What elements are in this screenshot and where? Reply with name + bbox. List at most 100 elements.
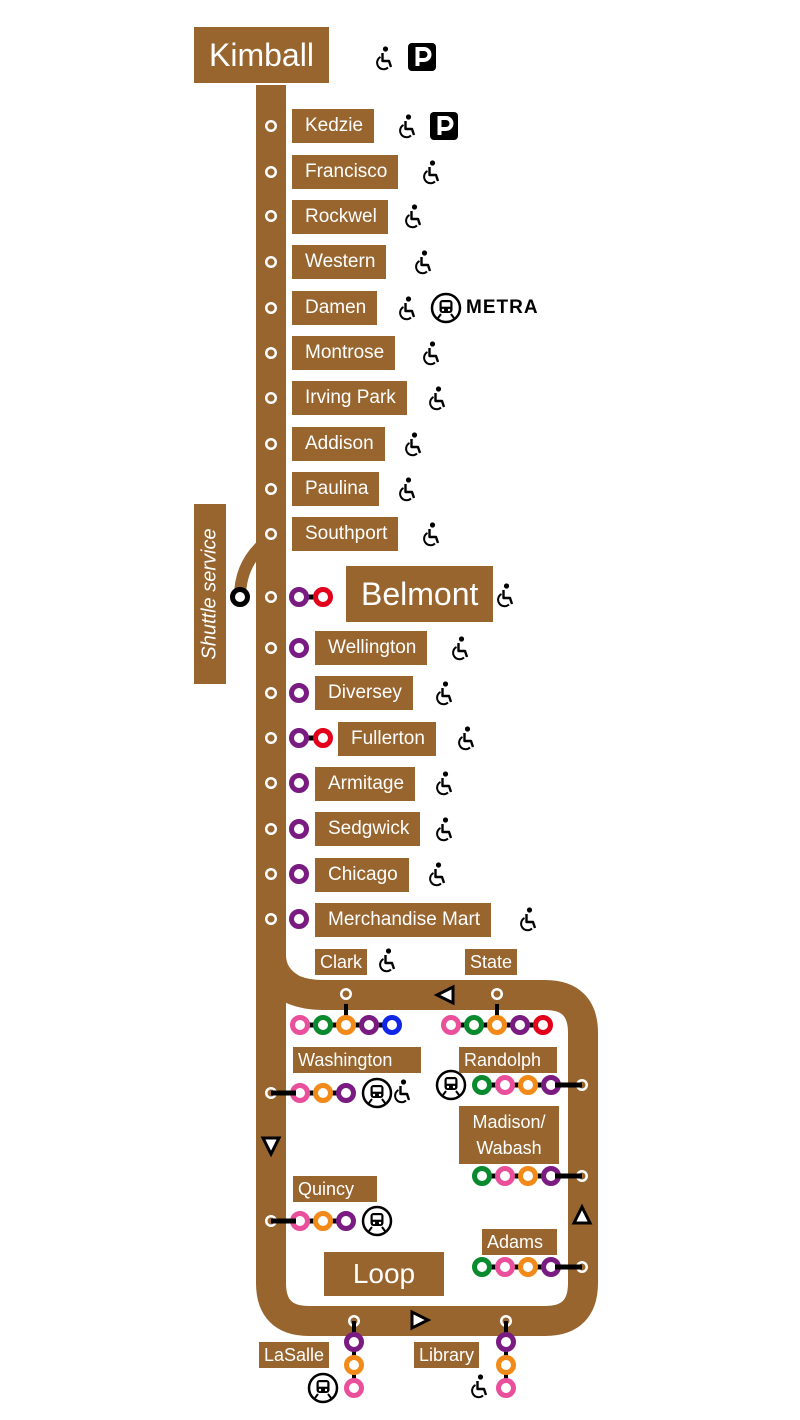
accessible-icon (398, 476, 416, 502)
accessible-icon (414, 249, 432, 275)
shuttle-transfer-ring (230, 587, 250, 607)
station-label-merchandise-mart[interactable]: Merchandise Mart (315, 903, 492, 937)
accessible-icon (404, 431, 422, 457)
clark-transfer-green (313, 1015, 333, 1035)
station-label-rockwel[interactable]: Rockwel (292, 200, 388, 234)
loop-title: Loop (324, 1252, 444, 1296)
station-label-damen[interactable]: Damen (292, 291, 378, 325)
station-label-madison-wabash[interactable]: Madison/ Wabash (459, 1106, 559, 1164)
station-label-randolph[interactable]: Randolph (459, 1047, 557, 1073)
station-label-clark[interactable]: Clark (315, 949, 368, 975)
station-dot-merchandise-mart-center (267, 915, 275, 923)
quincy-transfer-orange (313, 1211, 333, 1231)
station-markers (230, 116, 593, 1398)
accessible-icon (435, 816, 453, 842)
sedgwick-transfer-purple (289, 819, 309, 839)
station-dot-addison-center (267, 440, 275, 448)
station-label-armitage[interactable]: Armitage (315, 767, 416, 801)
washington-transfer-purple (336, 1083, 356, 1103)
accessible-icon (404, 203, 422, 229)
parking-icon (406, 41, 438, 73)
direction-arrow-left (433, 984, 455, 1006)
clark-transfer-pink (290, 1015, 310, 1035)
station-label-kimball[interactable]: Kimball (194, 27, 329, 83)
belmont-transfer-purple (289, 587, 309, 607)
shuttle-service-label: Shuttle service (194, 504, 226, 684)
accessible-icon (435, 680, 453, 706)
station-label-western[interactable]: Western (292, 245, 387, 279)
library-transfer-orange (496, 1355, 516, 1375)
station-label-francisco[interactable]: Francisco (292, 155, 399, 189)
station-dot-chicago-center (267, 870, 275, 878)
accessible-icon (422, 159, 440, 185)
accessible-icon (428, 861, 446, 887)
accessible-icon (398, 295, 416, 321)
station-dot-state-center (493, 990, 501, 998)
merchandise-mart-transfer-purple (289, 909, 309, 929)
clark-transfer-blue (382, 1015, 402, 1035)
station-label-irving-park[interactable]: Irving Park (292, 381, 407, 415)
station-label-lasalle[interactable]: LaSalle (259, 1342, 330, 1368)
station-dot-francisco-center (267, 168, 275, 176)
accessible-icon (457, 725, 475, 751)
washington-transfer-orange (313, 1083, 333, 1103)
station-label-washington[interactable]: Washington (293, 1047, 421, 1073)
wellington-transfer-purple (289, 638, 309, 658)
accessible-icon (375, 45, 393, 71)
station-label-fullerton[interactable]: Fullerton (338, 722, 436, 756)
belmont-transfer-red (313, 587, 333, 607)
train-icon (435, 1069, 467, 1101)
station-label-diversey[interactable]: Diversey (315, 676, 413, 710)
quincy-transfer-purple (336, 1211, 356, 1231)
accessible-icon (422, 521, 440, 547)
randolph-transfer-green (472, 1075, 492, 1095)
station-dot-irving-park-center (267, 394, 275, 402)
accessible-icon (496, 582, 514, 608)
station-label-wellington[interactable]: Wellington (315, 631, 428, 665)
station-label-montrose[interactable]: Montrose (292, 336, 396, 370)
station-label-addison[interactable]: Addison (292, 427, 385, 461)
station-label-state[interactable]: State (465, 949, 518, 975)
station-dot-damen-center (267, 304, 275, 312)
lasalle-transfer-orange (344, 1355, 364, 1375)
station-label-quincy[interactable]: Quincy (293, 1176, 377, 1202)
station-dot-montrose-center (267, 349, 275, 357)
station-dot-wellington-center (267, 644, 275, 652)
accessible-icon (519, 906, 537, 932)
metra-label: METRA (466, 297, 539, 318)
fullerton-transfer-purple (289, 728, 309, 748)
state-transfer-orange (487, 1015, 507, 1035)
madison-wabash-transfer-green (472, 1166, 492, 1186)
accessible-icon (422, 340, 440, 366)
direction-arrow-right (410, 1309, 432, 1331)
station-label-southport[interactable]: Southport (292, 517, 399, 551)
lasalle-transfer-pink (344, 1378, 364, 1398)
state-transfer-purple (510, 1015, 530, 1035)
train-icon (430, 292, 462, 324)
station-dot-fullerton-center (267, 734, 275, 742)
randolph-transfer-orange (518, 1075, 538, 1095)
library-transfer-purple (496, 1332, 516, 1352)
station-dot-sedgwick-center (267, 825, 275, 833)
station-dot-rockwel-center (267, 212, 275, 220)
station-label-chicago[interactable]: Chicago (315, 858, 409, 892)
station-label-library[interactable]: Library (414, 1342, 480, 1368)
station-dot-southport-center (267, 530, 275, 538)
parking-icon (428, 110, 460, 142)
accessible-icon (435, 770, 453, 796)
clark-transfer-orange (336, 1015, 356, 1035)
fullerton-transfer-red (313, 728, 333, 748)
lasalle-transfer-purple (344, 1332, 364, 1352)
adams-transfer-orange (518, 1257, 538, 1277)
state-transfer-green (464, 1015, 484, 1035)
station-label-paulina[interactable]: Paulina (292, 472, 380, 506)
accessible-icon (428, 385, 446, 411)
adams-transfer-pink (495, 1257, 515, 1277)
station-label-sedgwick[interactable]: Sedgwick (315, 812, 421, 846)
station-label-adams[interactable]: Adams (482, 1229, 557, 1255)
armitage-transfer-purple (289, 773, 309, 793)
station-label-belmont[interactable]: Belmont (346, 566, 494, 622)
station-label-kedzie[interactable]: Kedzie (292, 109, 375, 143)
station-dot-belmont-center (267, 593, 275, 601)
station-dot-paulina-center (267, 485, 275, 493)
